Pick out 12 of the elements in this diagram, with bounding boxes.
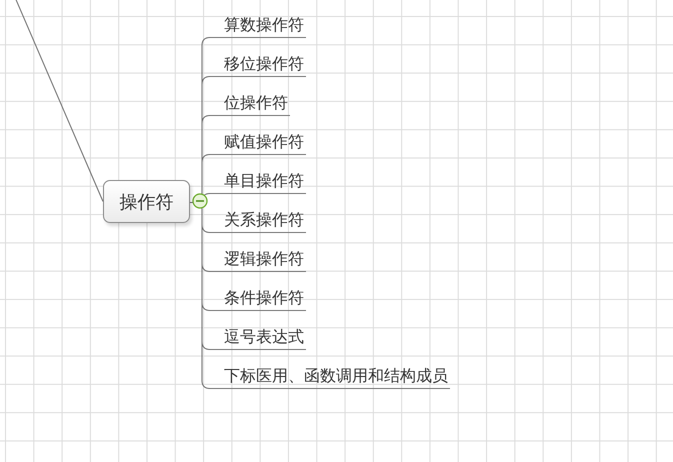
branch-topic: 位操作符: [210, 92, 290, 116]
branch-topic: 赋值操作符: [210, 131, 306, 155]
branch-topic: 逻辑操作符: [210, 248, 306, 272]
topic-box: 操作符: [103, 180, 190, 223]
branch-topic: 单目操作符: [210, 170, 306, 194]
connector-line: [14, 0, 104, 202]
branch-topic: 关系操作符: [210, 209, 306, 233]
branch-topic: 下标医用、函数调用和结构成员: [210, 365, 450, 389]
branch-topic: 逗号表达式: [210, 326, 306, 350]
branch-topic: 移位操作符: [210, 53, 306, 77]
branch-topic: 条件操作符: [210, 287, 306, 311]
branch-topic: 算数操作符: [210, 14, 306, 38]
